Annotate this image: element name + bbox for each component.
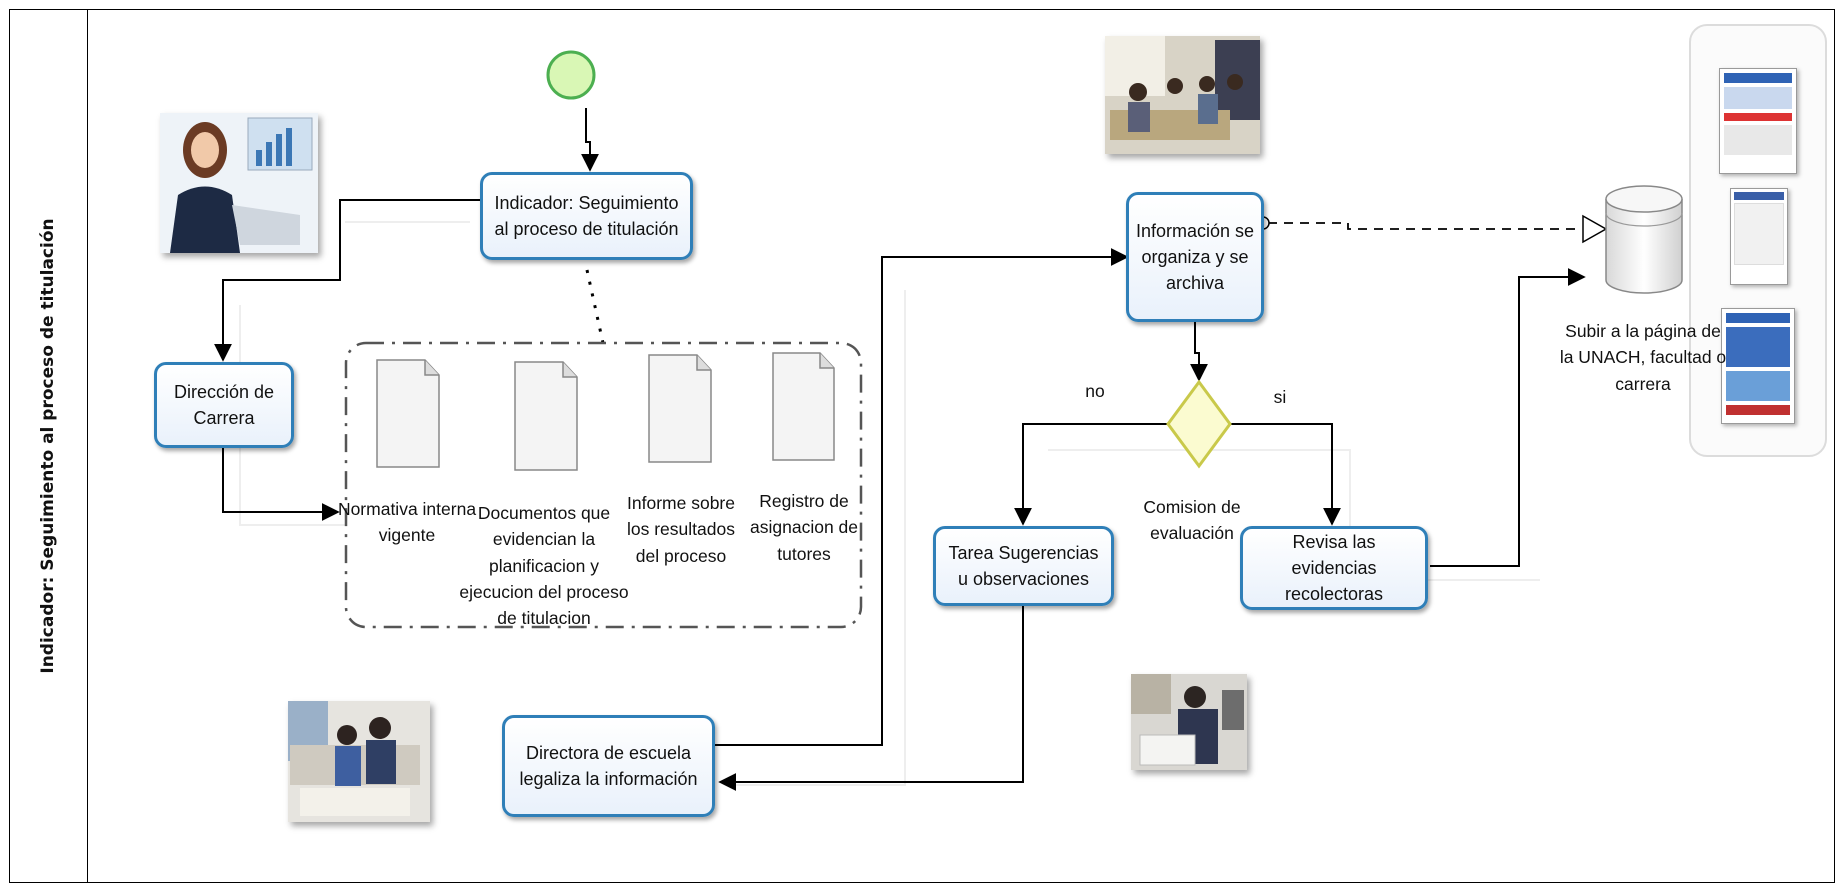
photo-woman-laptop-frame bbox=[160, 113, 318, 253]
website-screenshots-panel bbox=[1689, 24, 1827, 457]
gateway-si-label: si bbox=[1273, 387, 1287, 407]
task-tarea-sugerencias[interactable]: Tarea Sugerencias u observaciones bbox=[933, 526, 1114, 606]
task-informacion-archiva[interactable]: Información se organiza y se archiva bbox=[1126, 192, 1264, 322]
exclusive-gateway-diamond bbox=[1166, 379, 1232, 469]
flow-revisa-datastore bbox=[1430, 268, 1586, 567]
document-label: Registro de asignacion de tutores bbox=[750, 491, 858, 564]
task-direccion-carrera[interactable]: Dirección de Carrera bbox=[154, 362, 294, 448]
flow-direccion-documents bbox=[222, 448, 340, 521]
webpage-thumbnail bbox=[1721, 308, 1795, 424]
flow-gateway-revisa bbox=[1230, 423, 1341, 526]
datastore-label: Subir a la página de la UNACH, facultad … bbox=[1559, 321, 1727, 394]
photo-desk-people-frame bbox=[288, 701, 430, 822]
flow-start-indicador bbox=[581, 108, 599, 172]
document-icon bbox=[376, 359, 440, 468]
task-revisa-evidencias[interactable]: Revisa las evidencias recolectoras bbox=[1240, 526, 1428, 610]
flow-tarea-directora bbox=[718, 606, 1024, 791]
webpage-thumbnail bbox=[1719, 68, 1797, 174]
photo-woman-laptop bbox=[160, 113, 318, 253]
pool bbox=[9, 9, 1835, 883]
start-event-circle bbox=[546, 50, 596, 100]
document-label: Informe sobre los resultados del proceso bbox=[627, 493, 735, 566]
webpage-thumbnail bbox=[1730, 188, 1788, 285]
document-icon bbox=[648, 354, 712, 463]
document-icon bbox=[514, 361, 578, 471]
database-cylinder-icon bbox=[1605, 185, 1683, 294]
photo-office-meeting-frame bbox=[1105, 36, 1260, 154]
flow-informacion-gateway bbox=[1190, 322, 1208, 382]
flow-gateway-tarea bbox=[1014, 423, 1168, 526]
flow-directora-informacion bbox=[713, 248, 1129, 746]
document-icon bbox=[772, 352, 835, 461]
task-indicador[interactable]: Indicador: Seguimiento al proceso de tit… bbox=[480, 172, 693, 260]
photo-office-meeting bbox=[1105, 36, 1260, 154]
dotted-association bbox=[585, 269, 605, 344]
association-end bbox=[1582, 214, 1608, 244]
lane-header bbox=[9, 9, 88, 883]
association-line bbox=[1268, 222, 1580, 230]
flow-indicador-direccion bbox=[214, 199, 480, 362]
task-directora-escuela[interactable]: Directora de escuela legaliza la informa… bbox=[502, 715, 715, 817]
photo-desk-people bbox=[288, 701, 430, 822]
document-label: Documentos que evidencian la planificaci… bbox=[459, 503, 629, 628]
gateway-no-label: no bbox=[1085, 381, 1105, 401]
document-label: Normativa interna vigente bbox=[337, 499, 477, 546]
gateway-label: Comision de evaluación bbox=[1143, 497, 1241, 544]
photo-man-writing-frame bbox=[1131, 674, 1247, 770]
photo-man-writing bbox=[1131, 674, 1247, 770]
document-group bbox=[344, 341, 863, 629]
